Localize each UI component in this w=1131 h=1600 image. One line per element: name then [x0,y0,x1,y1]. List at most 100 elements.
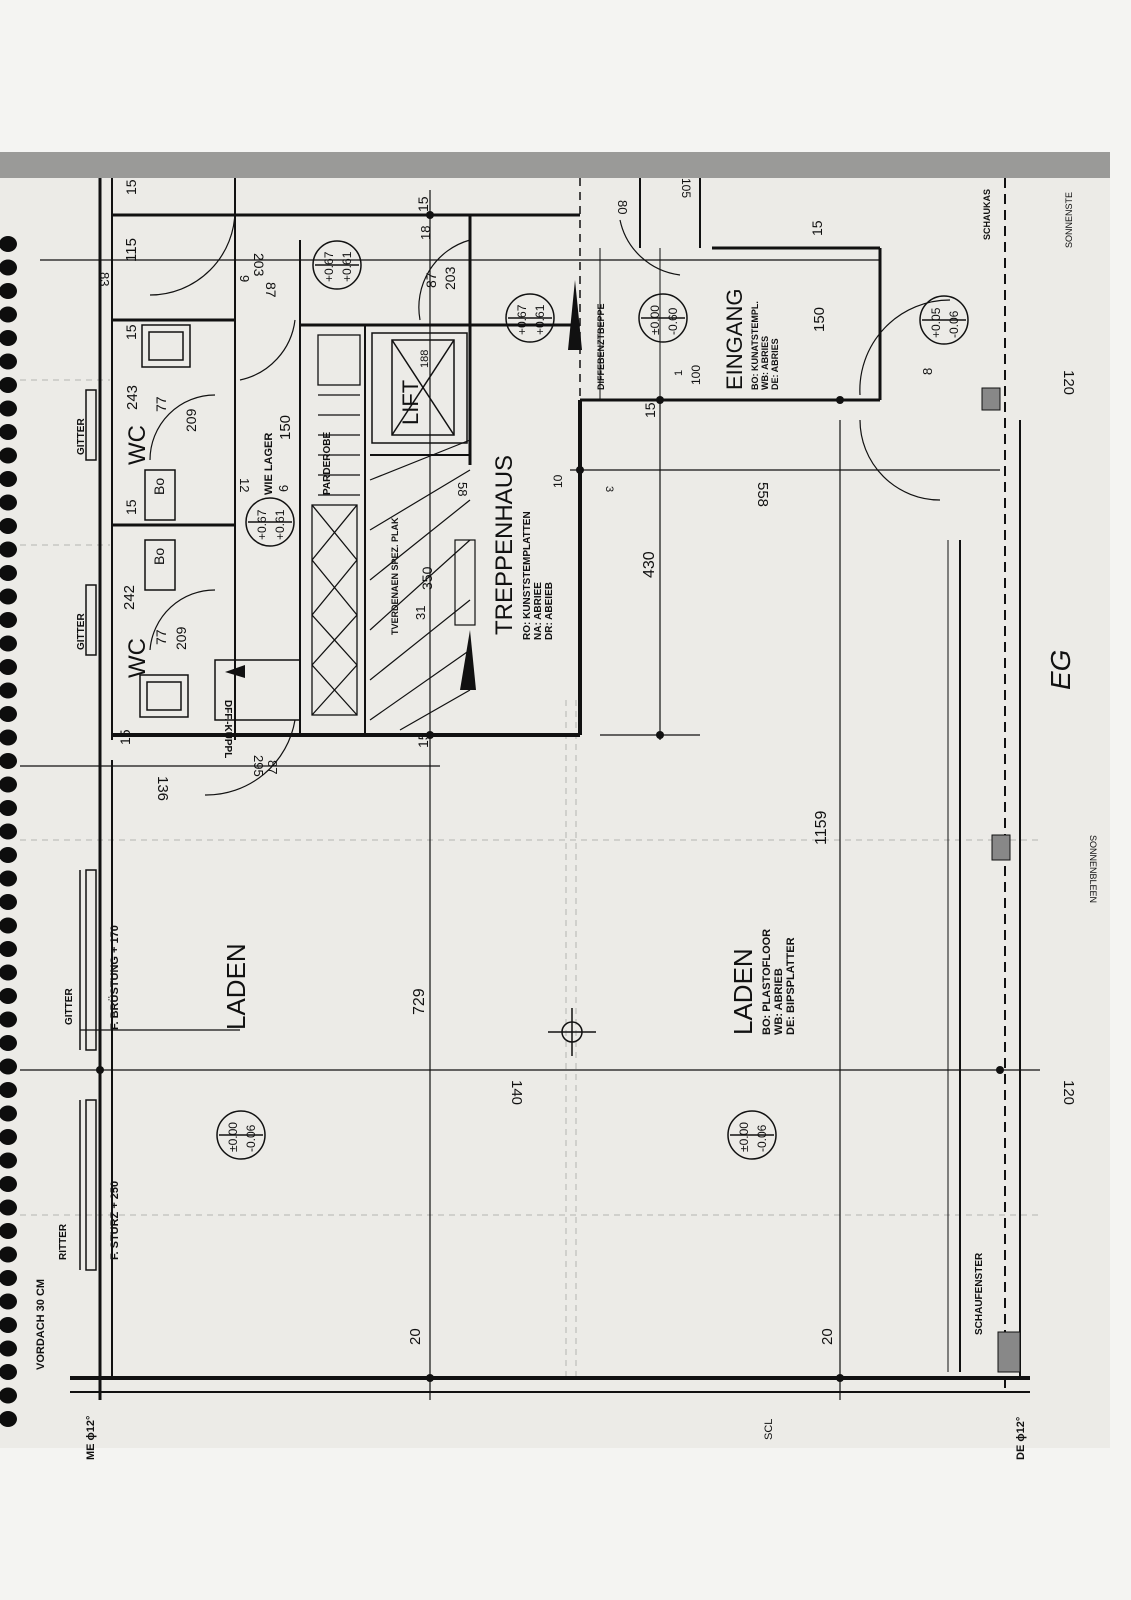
bo2-label: Bo [151,548,167,565]
laden-right-level-top: ±0.00 [737,1122,751,1152]
laden-right-note-2: WB: ABRIEB [773,968,785,1035]
scl-label: SCL [763,1419,775,1440]
eg-label: EG [1045,650,1076,690]
dim-83: 83 [97,272,112,286]
binding-hole [0,494,17,511]
dim-31: 31 [413,606,428,620]
de12-label: DE ϕ12° [1015,1417,1027,1460]
binding-hole [0,283,17,299]
dff-kuppel-label: DFF.-KUPPL [222,700,233,758]
porch-level-top: +0.05 [929,307,943,338]
treppenhaus-note-1: RO: KUNSTSTEMPLATTEN [522,511,533,640]
binding-hole [0,635,17,652]
dimension-dots [96,211,1004,1382]
dim-120b: 120 [1060,370,1077,395]
dim-115: 115 [123,238,140,262]
binding-hole [0,682,17,699]
dim-203a: 203 [251,253,267,277]
me12-label: ME ϕ12° [85,1416,97,1460]
binding-hole [0,894,17,910]
binding-hole [0,330,17,346]
wc2-dim: 242 [121,585,138,610]
ritter-label: RITTER [58,1223,69,1260]
stair-arrow-icon [460,630,476,690]
dim-140: 140 [508,1080,525,1105]
binding-hole [0,964,17,981]
treppenhaus-note-2: NA: ABRIEE [533,582,544,640]
drawing-paper [0,152,1110,1448]
dim-295: 295 [251,755,266,777]
laden-right-note-1: BO: PLASTOFLOOR [761,929,773,1035]
dim-209b: 209 [173,626,189,650]
wc1-name: WC [124,425,151,465]
dim-1159: 1159 [813,810,830,845]
binding-hole [0,353,17,370]
dim-209a: 209 [183,408,199,432]
dim-18: 18 [418,226,433,240]
binding-hole [0,1035,17,1051]
dim-1: 1 [673,370,685,376]
binding-hole [0,1387,17,1404]
f-sturz-label: F. STURZ + 250 [109,1181,121,1260]
eingang-note-1: BO: KUNATSTEMPL. [750,301,760,390]
binding-hole [0,1293,17,1310]
binding-hole [0,377,17,393]
lager-level-top: +0.67 [255,509,269,540]
wc-fixtures [139,324,301,721]
dim-203b: 203 [442,266,458,290]
binding-hole [0,659,17,675]
paper-top-shadow [0,152,1110,178]
binding-hole [0,1199,17,1216]
dim-77b: 77 [153,629,169,645]
dim-188: 188 [419,350,431,368]
dim-430: 430 [641,551,658,578]
dim-58: 58 [455,482,470,496]
dim-20a: 20 [407,1328,424,1345]
binding-hole [0,729,17,746]
dim-3: 3 [603,486,615,492]
bo1-label: Bo [151,478,167,495]
laden-left-level-top: ±0.00 [226,1122,240,1152]
binding-hole [0,1082,17,1098]
staircase [369,439,476,731]
binding-hole [0,1011,17,1028]
binding-hole [0,1058,17,1075]
dim-120a: 120 [1060,1080,1077,1105]
eingang-note-3: DE: ABRIES [770,338,780,390]
binding-hole [0,1364,17,1380]
column-marker [548,1008,596,1056]
dim-20b: 20 [819,1328,836,1345]
treppenhaus-note-3: DR: ABEIEB [544,582,555,640]
dim-350: 350 [419,566,435,590]
eingang-level-bottom: -0.60 [666,307,680,335]
wc1-dim: 243 [124,385,141,410]
binding-hole [0,776,17,793]
lift-label: LIFT [398,380,423,425]
garderobe-label: PARDEROBE [322,432,333,495]
binding-hole [0,1176,17,1192]
gitter-label-2: GITTER [76,613,87,650]
stair-note-label: TVERDENAEN SPEZ. PLAK [390,517,400,635]
laden-left-name: LADEN [221,943,251,1030]
binding-hole [0,588,17,605]
treppenhaus-level-top: +0.67 [515,304,529,335]
laden-right-name: LADEN [728,948,758,1035]
dim-150e: 150 [811,307,828,332]
binding-hole [0,941,17,957]
dim-80: 80 [615,200,630,214]
laden-left-level-bottom: -0.06 [244,1124,258,1152]
treppenhaus-level-bottom: +0.61 [533,304,547,335]
lift-shaft [371,332,468,444]
gitter-label-3: GITTER [64,988,75,1025]
binding-hole [0,1152,17,1169]
binding-hole [0,1223,17,1239]
dim-100: 100 [689,365,703,385]
differenztreppe-arrow-icon [568,280,582,350]
binding-hole [0,471,17,487]
binding-hole [0,706,17,722]
dim-729: 729 [411,988,428,1015]
binding-hole [0,1340,17,1357]
wc2-name: WC [124,638,151,678]
binding-hole [0,1411,17,1427]
